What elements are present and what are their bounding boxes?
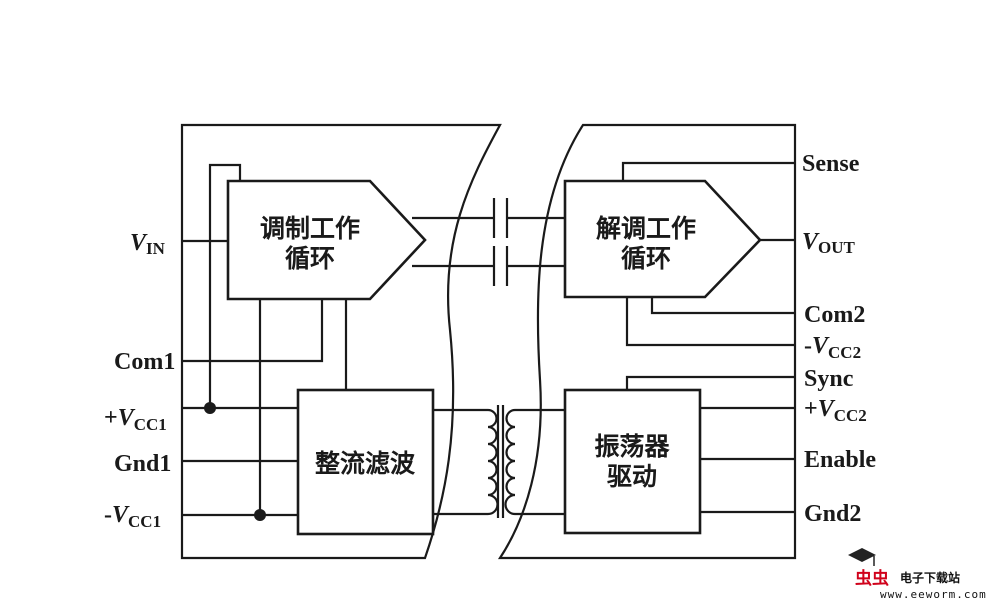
- mortarboard-icon: [848, 548, 876, 562]
- com1-wire: [182, 299, 324, 363]
- pin-vin: VIN: [130, 230, 166, 258]
- demodulator-block: [563, 179, 762, 299]
- junction-dot-neg-vcc1: [254, 509, 266, 521]
- rectifier-label: 整流滤波: [315, 449, 416, 478]
- rectifier-filter-block: [296, 388, 435, 536]
- modulator-block: [226, 179, 427, 301]
- pin-com1: Com1: [114, 349, 175, 375]
- watermark-url: www.eeworm.com: [880, 588, 987, 601]
- pin-enable: Enable: [804, 447, 876, 473]
- sync-wire: [625, 375, 795, 390]
- watermark: 虫虫 电子下载站 www.eeworm.com: [848, 548, 987, 601]
- modulator-label-line1: 调制工作: [260, 214, 360, 243]
- sense-wire: [621, 161, 795, 181]
- pin-vcc2-neg: -VCC2: [804, 333, 861, 362]
- pin-vout: VOUT: [802, 229, 856, 257]
- pin-com2: Com2: [804, 302, 865, 328]
- oscillator-label-line1: 振荡器: [594, 432, 670, 461]
- junction-dot-vcc1: [204, 402, 216, 414]
- demodulator-label-line2: 循环: [621, 244, 671, 273]
- oscillator-label-line2: 驱动: [607, 462, 657, 491]
- com2-wire: [650, 297, 795, 315]
- right-package-outline: [497, 123, 797, 560]
- pin-sense: Sense: [802, 151, 860, 177]
- oscillator-driver-block: [563, 388, 702, 535]
- demodulator-label-line1: 解调工作: [596, 214, 696, 243]
- vcc2-neg-wire: [625, 297, 795, 347]
- watermark-title: 电子下载站: [900, 570, 960, 585]
- watermark-logo: 虫虫: [855, 568, 889, 589]
- pin-sync: Sync: [804, 366, 854, 392]
- pin-gnd2: Gnd2: [804, 501, 861, 527]
- vcc1-feed-wire: [208, 163, 242, 408]
- pin-vcc1-neg: -VCC1: [104, 502, 161, 531]
- pin-vcc1-pos: +VCC1: [104, 405, 167, 434]
- pin-vcc2-pos: +VCC2: [804, 396, 867, 425]
- modulator-label-line2: 循环: [285, 244, 335, 273]
- pin-gnd1: Gnd1: [114, 451, 171, 477]
- isolation-transformer: [433, 405, 565, 518]
